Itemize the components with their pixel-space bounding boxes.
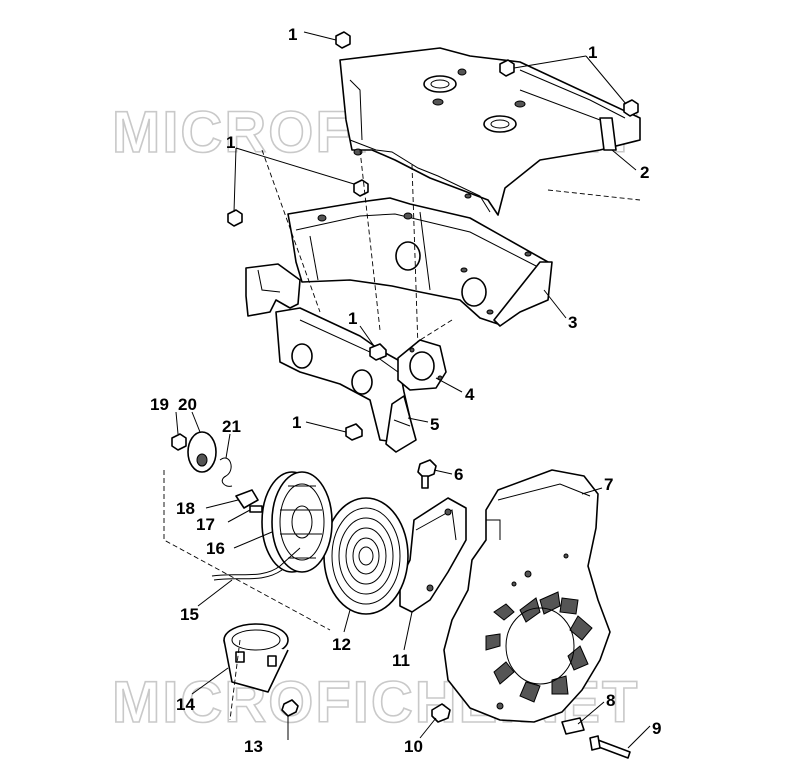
alignment-line <box>359 149 381 331</box>
callout-1-right: 1 <box>588 43 597 62</box>
part-18-pawl <box>235 489 259 509</box>
callout-19: 19 <box>150 395 169 414</box>
callout-7: 7 <box>604 475 613 494</box>
part-9-bolt <box>589 735 631 759</box>
callout-labels: 1 1 1 1 1 2 3 4 5 6 7 8 9 10 11 12 13 14… <box>150 25 661 756</box>
alignment-line <box>411 164 419 349</box>
part-17-screw <box>249 505 263 513</box>
alignment-line <box>229 639 241 721</box>
part-5-bracket <box>385 395 417 453</box>
callout-9: 9 <box>652 719 661 738</box>
callout-1-left: 1 <box>226 133 235 152</box>
part-1-nut-top <box>335 31 351 49</box>
callout-3: 3 <box>568 313 577 332</box>
callout-11: 11 <box>392 651 410 670</box>
part-15-starter-rope <box>211 547 301 581</box>
callout-1-middle: 1 <box>348 309 357 328</box>
part-1-nut-right-b <box>623 99 639 117</box>
part-6-bolt <box>417 459 437 489</box>
part-14-cup <box>223 623 289 693</box>
callout-4: 4 <box>465 385 475 404</box>
alignment-line <box>261 149 321 313</box>
part-4-gasket <box>397 339 447 391</box>
part-3-lower-shroud <box>245 197 553 443</box>
part-1-screw-lower <box>345 423 363 441</box>
part-1-nut-left-b <box>227 209 243 227</box>
part-1-nut-left-a <box>353 179 369 197</box>
callout-6: 6 <box>454 465 463 484</box>
part-8-clip <box>561 717 585 735</box>
part-16-pulley <box>261 471 333 573</box>
callout-10: 10 <box>404 737 423 756</box>
part-2-upper-shroud <box>339 47 641 216</box>
callout-5: 5 <box>430 415 439 434</box>
callout-1-top: 1 <box>288 25 297 44</box>
part-7-blower-housing <box>443 469 611 723</box>
alignment-line <box>419 319 453 341</box>
part-20-washer <box>187 431 217 473</box>
callout-13: 13 <box>244 737 263 756</box>
alignment-line <box>547 189 641 201</box>
leader-lines <box>175 31 651 749</box>
part-21-spring-clip <box>219 457 233 487</box>
part-19-nut <box>171 433 187 451</box>
callout-15: 15 <box>180 605 199 624</box>
callout-8: 8 <box>606 691 615 710</box>
callout-2: 2 <box>640 163 649 182</box>
part-1-nut-right-a <box>499 59 515 77</box>
part-13-screw <box>281 699 299 717</box>
callout-21: 21 <box>222 417 241 436</box>
part-10-screw <box>431 703 451 723</box>
callout-16: 16 <box>206 539 225 558</box>
callout-12: 12 <box>332 635 351 654</box>
part-1-screw-middle <box>369 343 387 361</box>
callout-18: 18 <box>176 499 195 518</box>
alignment-line <box>163 470 331 631</box>
callout-1-lower: 1 <box>292 413 301 432</box>
part-12-recoil-spring <box>323 497 409 615</box>
callout-20: 20 <box>178 395 197 414</box>
part-11-starter-bracket <box>399 497 467 613</box>
callout-17: 17 <box>196 515 215 534</box>
callout-14: 14 <box>176 695 195 714</box>
